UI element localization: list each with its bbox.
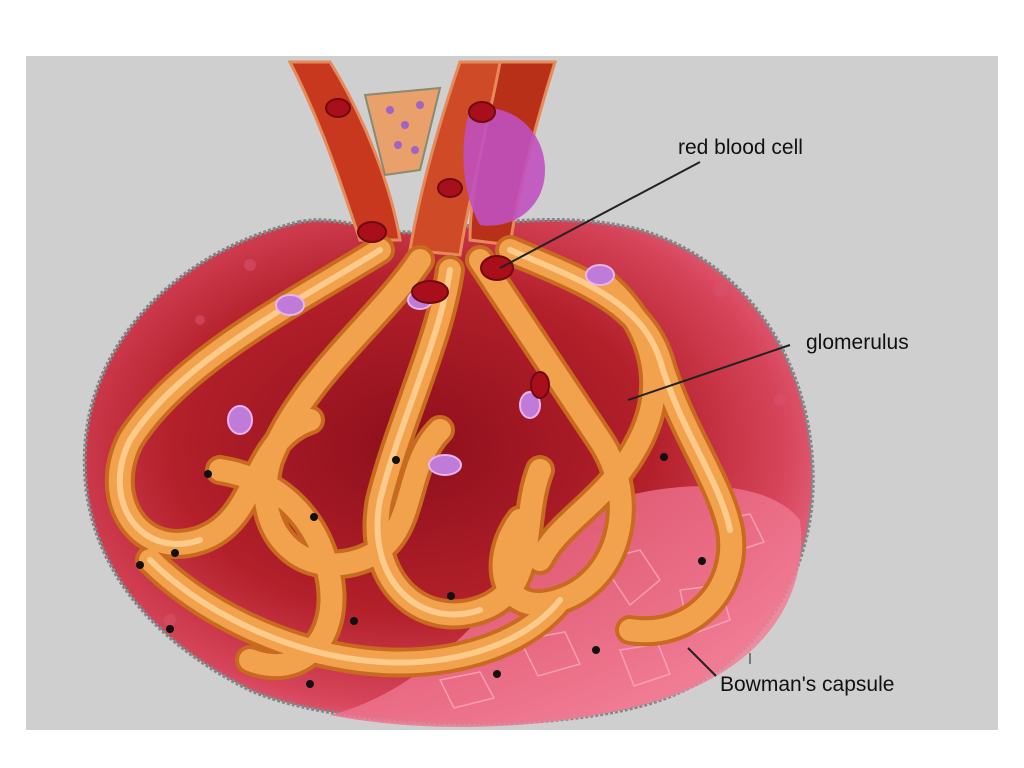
label-leader-lines: [499, 161, 791, 677]
leader-red-blood-cell: [499, 161, 701, 269]
marker-dots: [136, 453, 706, 688]
leader-glomerulus: [627, 344, 791, 401]
label-glomerulus: glomerulus: [806, 331, 909, 354]
red-blood-cells: [325, 98, 550, 399]
leader-bowmans-capsule: [687, 647, 717, 677]
label-red-blood-cell: red blood cell: [678, 136, 803, 159]
glomerulus-tuft: [104, 235, 747, 681]
label-bowmans-capsule: Bowman's capsule: [720, 673, 895, 696]
podocytes: [227, 264, 615, 476]
